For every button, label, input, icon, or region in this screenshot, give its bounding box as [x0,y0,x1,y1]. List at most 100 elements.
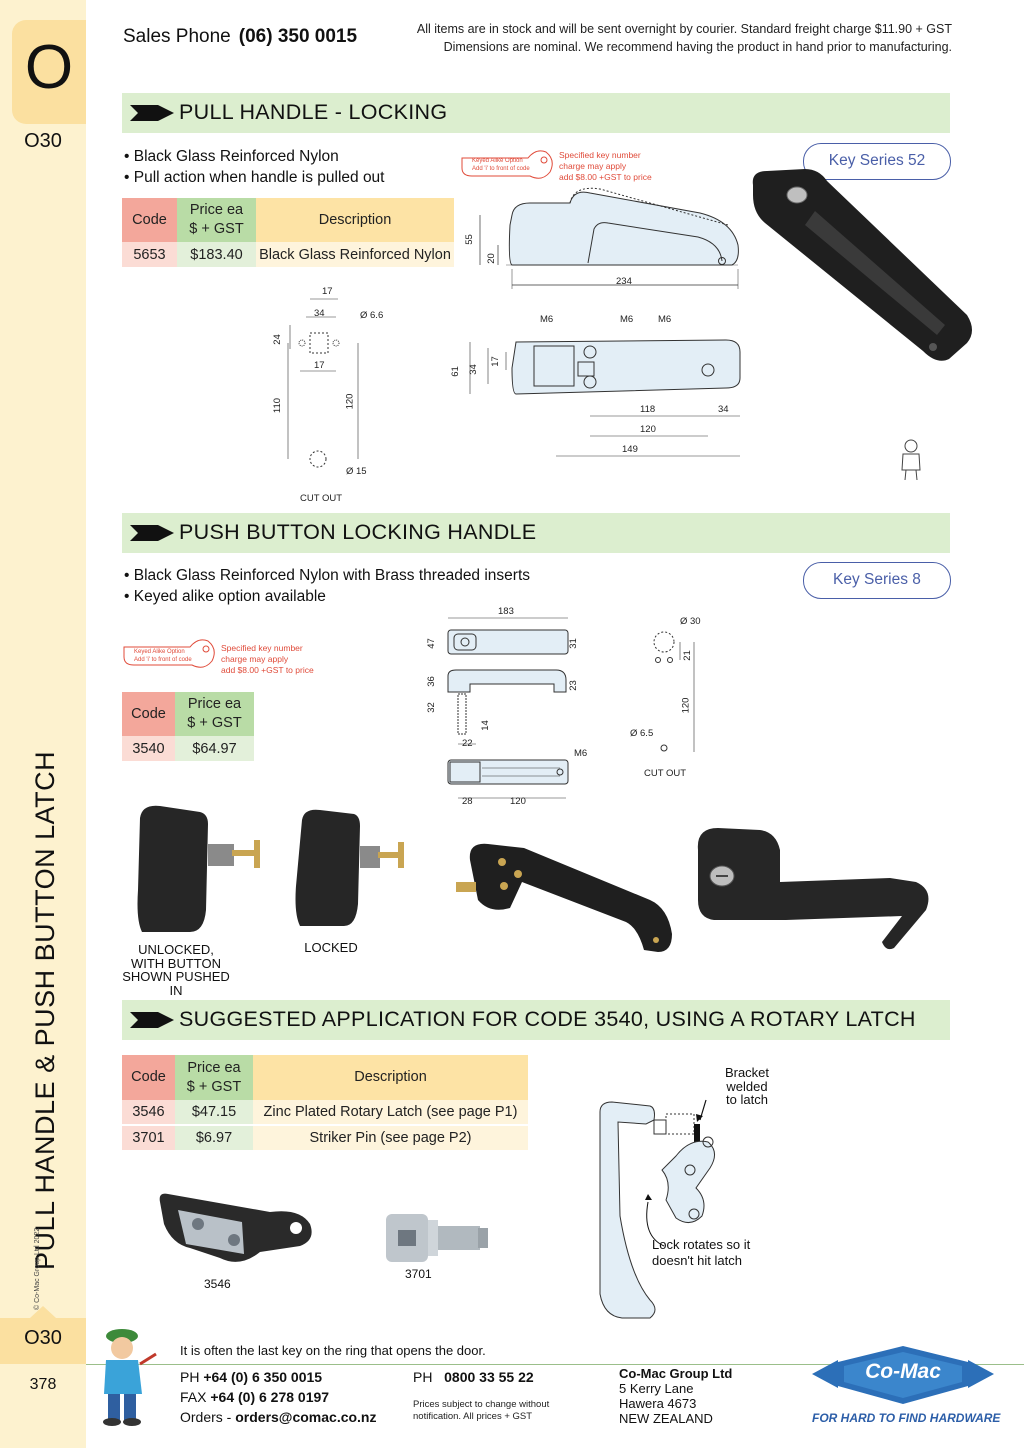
section-title: PUSH BUTTON LOCKING HANDLE [179,520,537,544]
cell-description: Zinc Plated Rotary Latch (see page P1) [253,1100,528,1125]
dim-label: 17 [489,356,501,367]
bottom-view-drawing [469,339,741,457]
footer-email-link[interactable]: orders@comac.co.nz [235,1409,377,1425]
cell-price: $183.40 [177,242,256,267]
annotation-lock: Lock rotates so it doesn't hit latch [652,1237,751,1268]
push-handle-top-photo [697,828,929,950]
comac-logo [812,1346,994,1404]
dim-label: 120 [344,393,356,410]
keytag-line-1: Specified key number [221,643,303,653]
dim-label: Ø 6.5 [630,728,654,739]
dim-label: M6 [574,748,588,759]
cutout-drawing [287,298,359,468]
sales-phone: Sales Phone(06) 350 0015 [123,26,357,48]
dim-label: 14 [479,720,491,731]
col-description: Description [256,198,454,242]
bullet-list: • Black Glass Reinforced Nylon • Pull ac… [124,146,385,188]
rotary-latch-photo [159,1193,312,1262]
price-table-rotary: Code Price ea$ + GST Description 3546 $4… [122,1055,528,1150]
dim-label: Ø 30 [680,616,701,627]
dim-label: 120 [680,697,692,714]
photo-label-latch: 3546 [204,1277,231,1291]
dim-label: 34 [718,404,729,415]
bullet-item: • Pull action when handle is pulled out [124,169,385,186]
dim-label: 110 [272,397,284,414]
section-title: SUGGESTED APPLICATION FOR CODE 3540, USI… [179,1007,916,1031]
price-table-5653: Code Price ea$ + GST Description 5653 $1… [122,198,454,267]
section-code-bottom: O30 [24,1327,62,1349]
cell-price: $47.15 [175,1100,253,1125]
section-bar-pull-handle: PULL HANDLE - LOCKING [122,93,950,133]
arrow-icon [130,105,174,121]
dim-label: 34 [314,308,325,319]
cell-code: 3546 [122,1100,175,1125]
dim-label: 22 [462,738,473,749]
page-number: 378 [29,1376,57,1393]
key-series-badge: Key Series 8 [803,562,951,599]
caption-locked: LOCKED [304,940,358,955]
col-price: Price ea$ + GST [177,198,256,242]
dim-label: CUT OUT [644,768,687,779]
keytag-small-1: Keyed Alike Option [472,158,523,164]
dim-label: 55 [463,234,475,245]
col-code: Code [122,1055,175,1100]
header-note-line1: All items are in stock and will be sent … [416,22,952,36]
mascot-icon [103,1329,157,1426]
keyed-alike-tag: Keyed Alike Option Add 'i' to front of c… [120,635,320,679]
arrow-icon [130,1012,174,1028]
dim-label: 149 [622,444,638,455]
header-note-line2: Dimensions are nominal. We recommend hav… [443,40,952,54]
section-bar-suggested-application: SUGGESTED APPLICATION FOR CODE 3540, USI… [122,1000,950,1040]
footer-divider [86,1364,1024,1365]
logo-text: Co-Mac [865,1360,941,1383]
cell-code: 3540 [122,736,175,761]
push-handle-underside-photo [456,843,672,952]
vertical-page-title: PULL HANDLE & PUSH BUTTON LATCH [30,750,60,1270]
dim-label: 183 [498,606,514,617]
dim-label: 31 [567,638,579,649]
section-title: PULL HANDLE - LOCKING [179,100,448,124]
keytag-small-2: Add 'i' to front of code [134,657,192,663]
keyed-alike-tag: Keyed Alike Option Add 'i' to front of c… [458,146,658,190]
dim-label: 47 [425,638,437,649]
cell-description: Striker Pin (see page P2) [253,1124,528,1150]
footer-phone[interactable]: +64 (0) 6 350 0015 [203,1369,323,1385]
footer-freephone-number[interactable]: 0800 33 55 22 [444,1369,534,1385]
dim-label: 120 [640,424,656,435]
side-view-drawing [479,187,739,289]
dim-label: 36 [425,676,437,687]
key-outline-icon [123,639,215,668]
table-row: 3701 $6.97 Striker Pin (see page P2) [122,1124,528,1150]
arrow-icon [130,525,174,541]
dim-label: 20 [485,253,497,264]
col-description: Description [253,1055,528,1100]
dim-label: 21 [681,650,693,661]
dim-label: 34 [467,364,479,375]
dim-label: M6 [620,314,634,325]
bullet-item: • Black Glass Reinforced Nylon [124,148,339,165]
photo-label-pin: 3701 [405,1267,432,1281]
keytag-line-3: add $8.00 +GST to price [221,665,314,675]
section-letter: O [24,33,74,102]
dim-label: 118 [640,404,656,415]
sales-label: Sales Phone [123,26,231,47]
annotation-bracket: Bracket welded to latch [724,1065,770,1107]
push-cutout-drawing [653,631,695,752]
dim-label: 61 [449,366,461,377]
footer-freephone: PH 0800 33 55 22 [413,1369,534,1385]
keytag-line-2: charge may apply [559,161,627,171]
section-bar-push-button: PUSH BUTTON LOCKING HANDLE [122,513,950,553]
striker-pin-photo [386,1214,488,1262]
key-series-badge: Key Series 52 [803,143,951,180]
price-table-3540: Code Price ea$ + GST 3540 $64.97 [122,692,254,761]
bullet-list: • Black Glass Reinforced Nylon with Bras… [124,565,530,607]
table-row: 3540 $64.97 [122,736,254,761]
cell-description: Black Glass Reinforced Nylon [256,242,454,267]
cell-code: 5653 [122,242,177,267]
table-row: 3546 $47.15 Zinc Plated Rotary Latch (se… [122,1100,528,1125]
keytag-line-1: Specified key number [559,150,641,160]
section-code-top: O30 [24,130,62,152]
footer-address: Co-Mac Group Ltd 5 Kerry Lane Hawera 467… [619,1366,733,1426]
cell-price: $6.97 [175,1124,253,1150]
dim-label: 28 [462,796,473,807]
